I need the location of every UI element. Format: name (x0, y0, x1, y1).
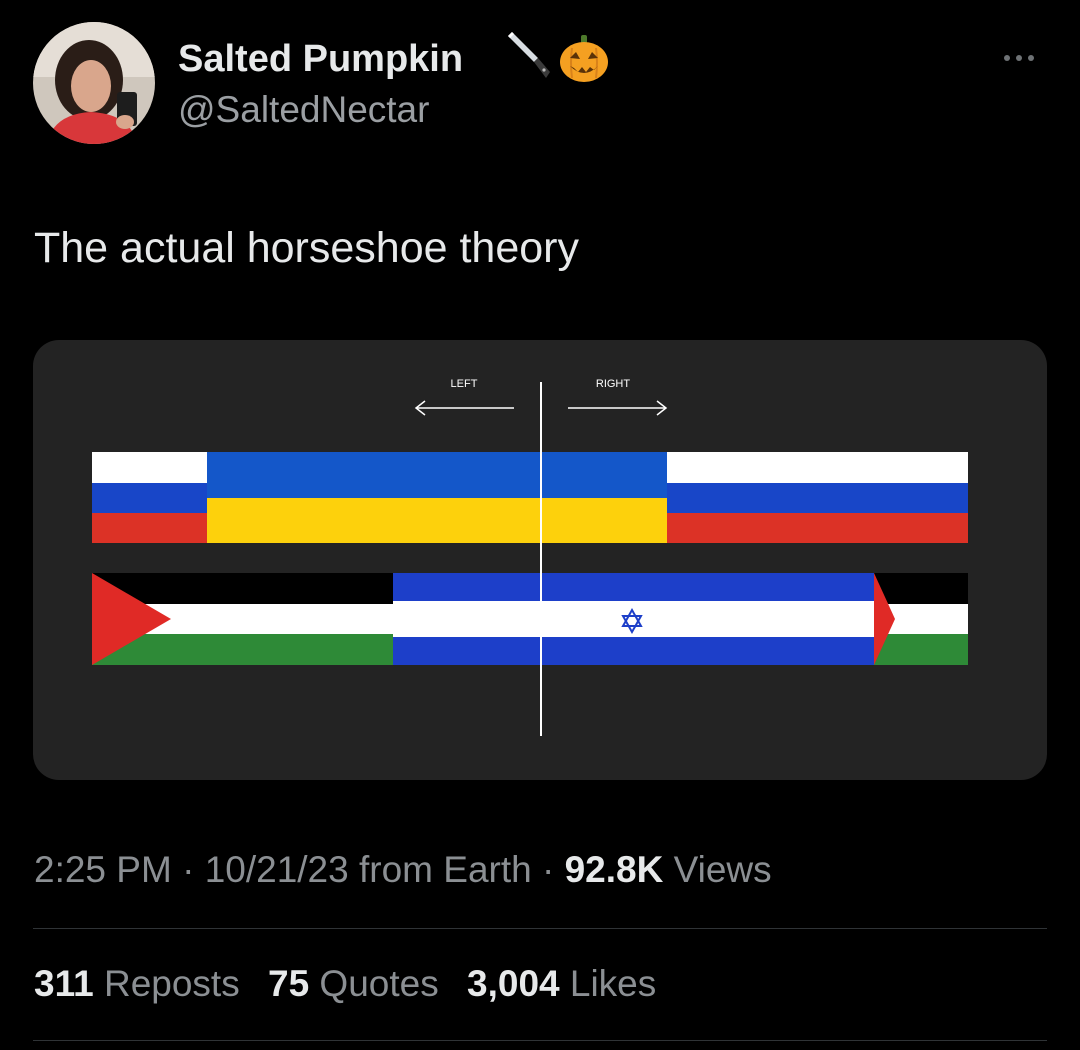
quotes-count: 75 (268, 963, 310, 1004)
divider (33, 1040, 1047, 1041)
views-label: Views (663, 849, 772, 890)
tweet-date[interactable]: 10/21/23 (204, 849, 349, 890)
likes-count: 3,004 (467, 963, 560, 1004)
left-label: LEFT (451, 378, 478, 390)
left-arrow-icon (414, 400, 514, 416)
right-label: RIGHT (596, 378, 631, 390)
avatar-image (33, 22, 155, 144)
meta-separator: · (531, 849, 565, 890)
avatar[interactable] (33, 22, 155, 144)
author-handle[interactable]: @SaltedNectar (178, 89, 430, 130)
tweet-text: The actual horseshoe theory (34, 224, 579, 272)
reposts-stat[interactable]: 311 Reposts (34, 963, 240, 1004)
tweet-time[interactable]: 2:25 PM (34, 849, 172, 890)
right-arrow-icon (568, 400, 668, 416)
quotes-stat[interactable]: 75 Quotes (268, 963, 439, 1004)
jack-o-lantern-icon (558, 34, 610, 89)
reposts-count: 311 (34, 963, 94, 1004)
views-count[interactable]: 92.8K (564, 849, 664, 890)
knife-icon (504, 30, 554, 89)
tweet-source: from Earth (348, 849, 532, 890)
likes-label: Likes (559, 963, 657, 1004)
divider (33, 928, 1047, 929)
tweet-media[interactable]: LEFT RIGHT (33, 340, 1047, 780)
horseshoe-flags-image: LEFT RIGHT (92, 378, 968, 736)
display-name[interactable]: Salted Pumpkin (178, 38, 464, 80)
quotes-label: Quotes (309, 963, 439, 1004)
engagement-stats: 311 Reposts 75 Quotes 3,004 Likes (34, 960, 674, 1008)
palestine-israel-flag-bar (92, 573, 968, 665)
meta-separator: · (171, 849, 205, 890)
russia-ukraine-flag-bar (92, 452, 968, 543)
more-horizontal-icon[interactable] (996, 40, 1052, 76)
tweet-meta: 2:25 PM · 10/21/23 from Earth · 92.8K Vi… (34, 846, 772, 894)
star-of-david-icon (621, 607, 643, 635)
likes-stat[interactable]: 3,004 Likes (467, 963, 656, 1004)
reposts-label: Reposts (93, 963, 240, 1004)
